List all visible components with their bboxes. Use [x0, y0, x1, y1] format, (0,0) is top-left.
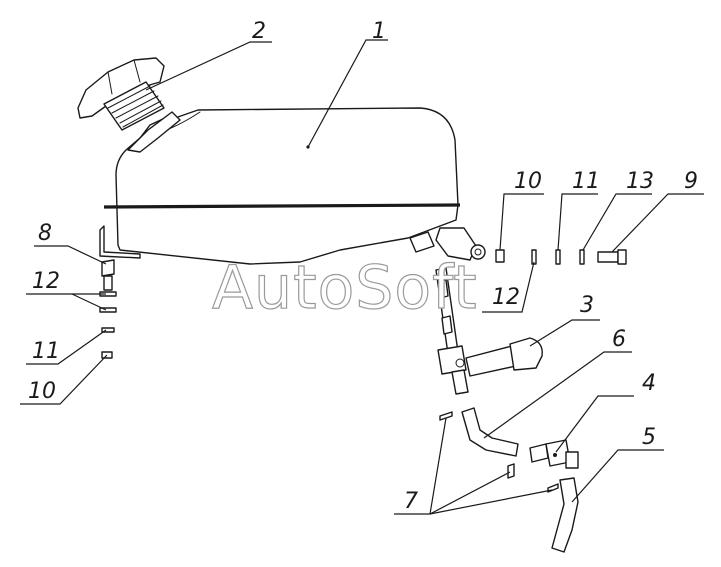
- callout-10-left: 10: [28, 379, 56, 404]
- callout-9: 9: [684, 169, 698, 194]
- callout-8: 8: [38, 221, 52, 246]
- watermark-text: AutoSoft: [212, 253, 478, 323]
- callout-11-left: 11: [32, 339, 60, 364]
- hose-5: [551, 477, 579, 553]
- callout-10-right: 10: [514, 169, 542, 194]
- callout-3: 3: [580, 293, 594, 318]
- callout-12-left: 12: [32, 269, 60, 294]
- fuel-tap: [435, 267, 543, 395]
- right-fastener-stack: [495, 249, 627, 265]
- callout-6: 6: [612, 327, 626, 352]
- callout-1: 1: [372, 19, 386, 44]
- callout-2: 2: [252, 19, 266, 44]
- callout-labels: 1 2 3 4 5 6 7 8 9 10 10 11 11 12 12 13: [28, 19, 698, 514]
- callout-5: 5: [642, 425, 656, 450]
- left-fastener-stack: [99, 259, 117, 359]
- callout-13: 13: [626, 169, 654, 194]
- tank-body: [99, 107, 486, 265]
- callout-12-right: 12: [492, 285, 520, 310]
- leader-lines: [20, 39, 704, 515]
- callout-4: 4: [642, 371, 656, 396]
- callout-11-right: 11: [572, 169, 600, 194]
- hose-6: [461, 407, 519, 457]
- filler-cap: [77, 57, 165, 131]
- callout-7: 7: [404, 489, 418, 514]
- fitting-4: [529, 439, 579, 469]
